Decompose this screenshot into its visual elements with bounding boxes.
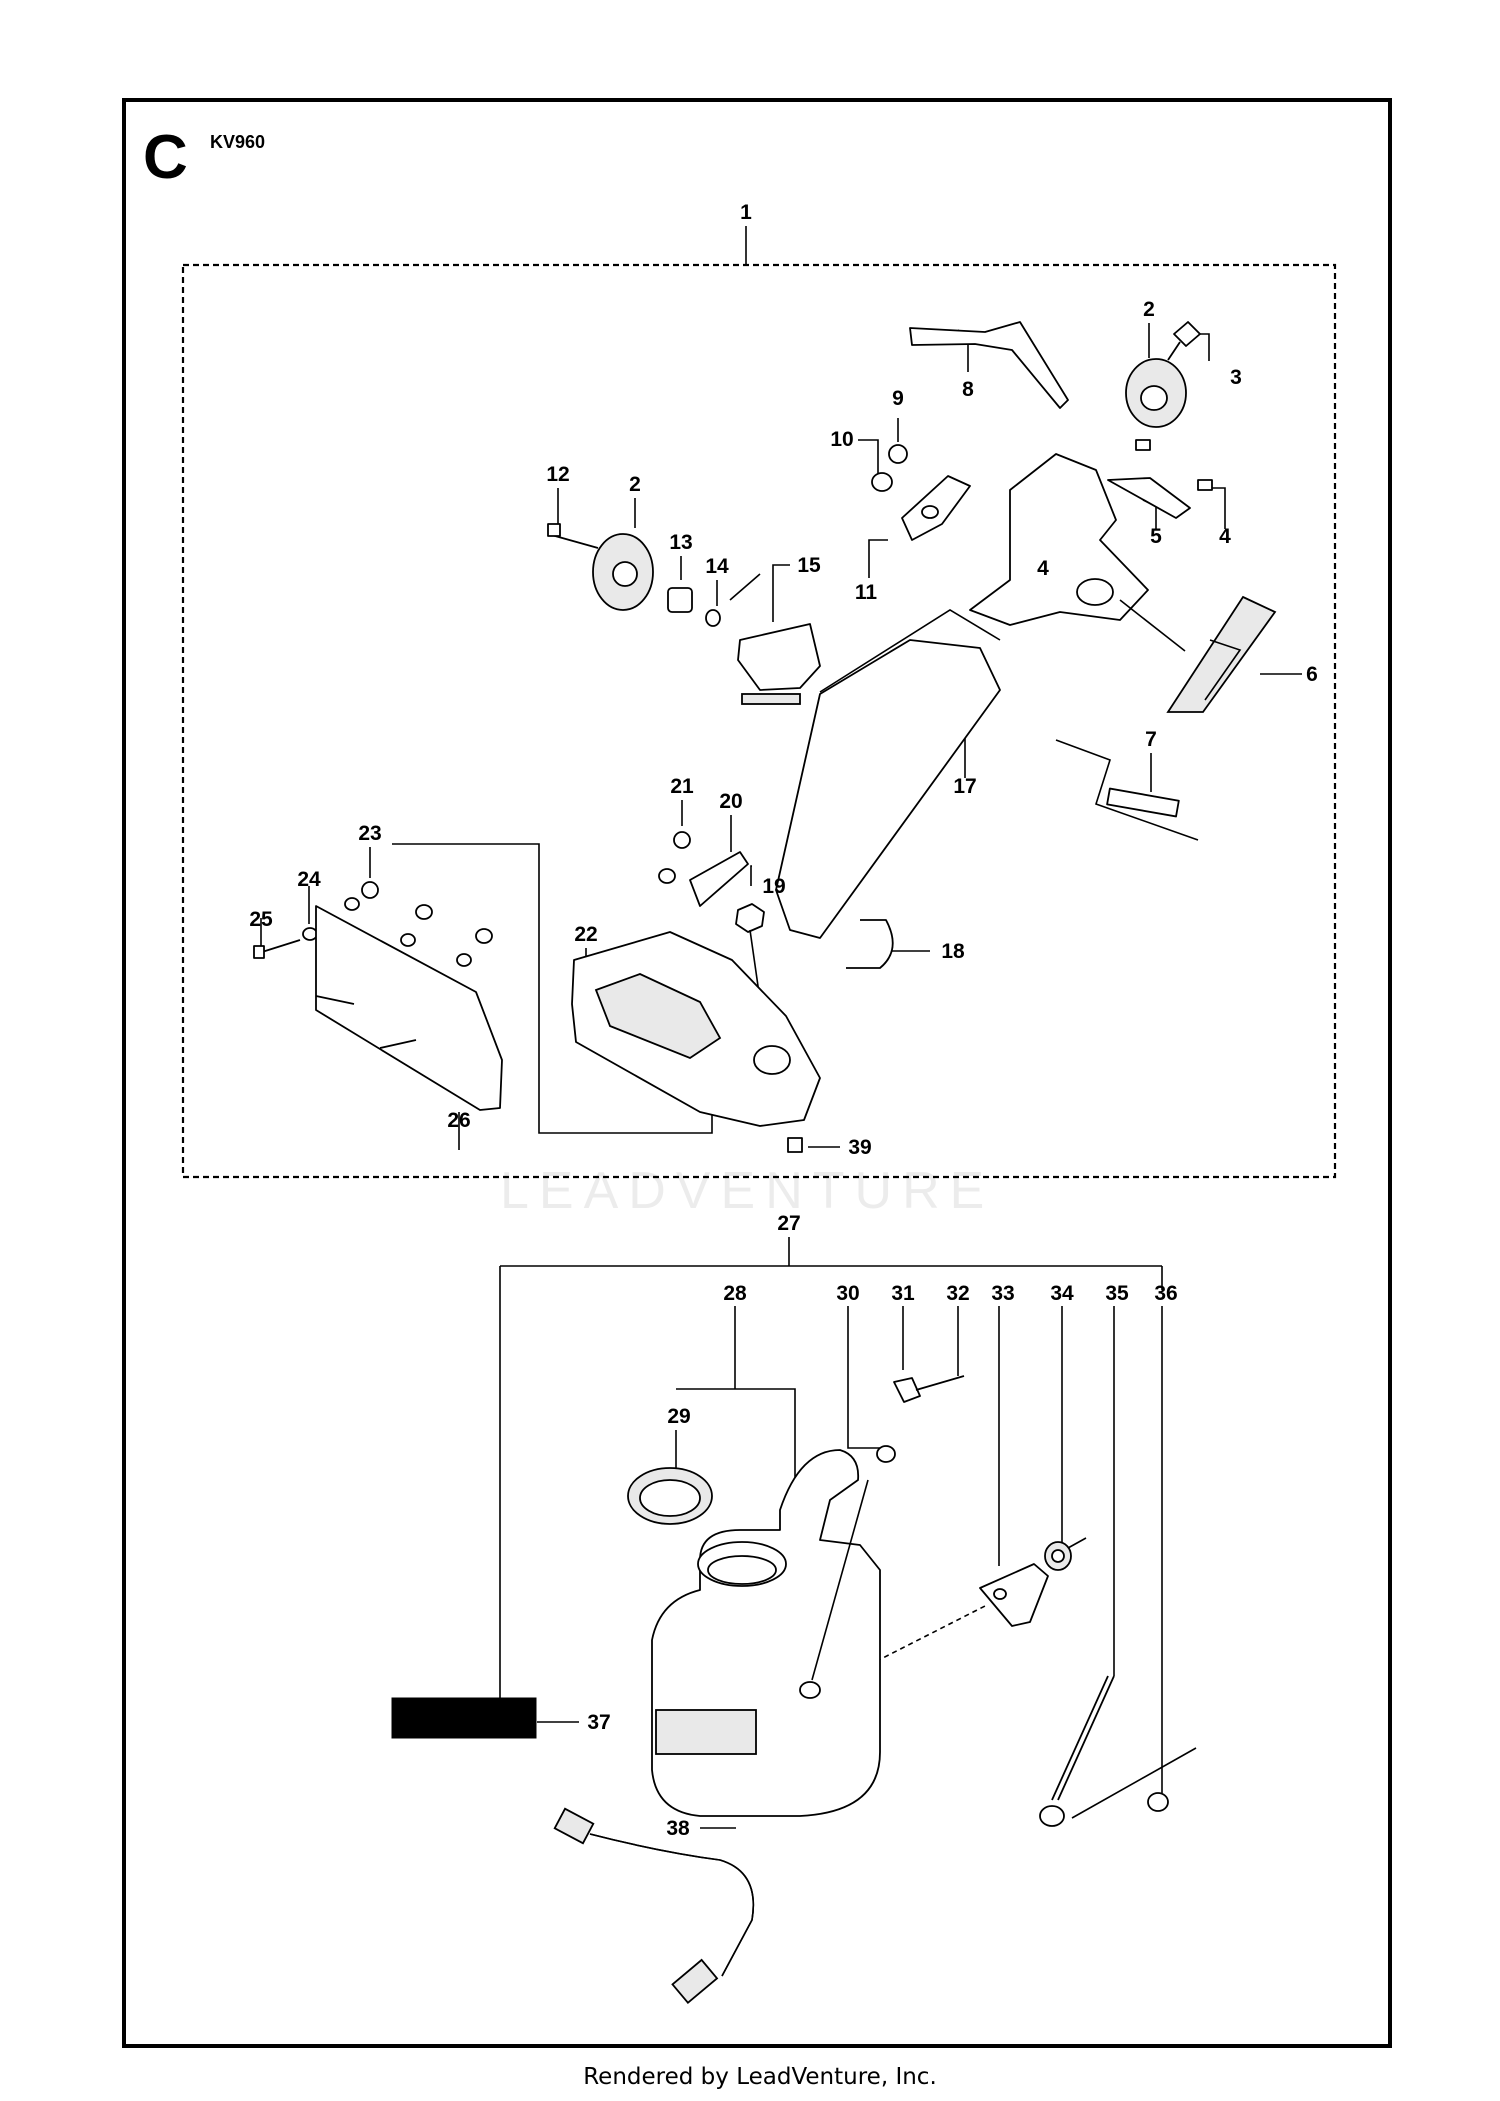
callout-19: 19 bbox=[762, 875, 785, 898]
callout-13: 13 bbox=[669, 531, 692, 554]
callout-36: 36 bbox=[1154, 1282, 1177, 1305]
callout-2b: 2 bbox=[629, 473, 641, 496]
callout-labels: 1 2 3 8 9 10 12 2 13 14 15 11 4 4 5 6 7 … bbox=[249, 201, 1318, 1840]
callout-31: 31 bbox=[891, 1282, 915, 1305]
callout-35: 35 bbox=[1105, 1282, 1129, 1305]
section-letter: C bbox=[143, 123, 188, 192]
assembly-1-box bbox=[181, 263, 1337, 1179]
callout-14: 14 bbox=[705, 555, 729, 578]
callout-7: 7 bbox=[1145, 728, 1157, 751]
callout-25: 25 bbox=[249, 908, 273, 931]
label-37-decal bbox=[391, 1697, 537, 1739]
callout-28: 28 bbox=[723, 1282, 747, 1305]
callout-24: 24 bbox=[297, 868, 321, 891]
callout-8: 8 bbox=[962, 378, 974, 401]
callout-27: 27 bbox=[777, 1212, 800, 1235]
callout-30: 30 bbox=[836, 1282, 859, 1305]
callout-9: 9 bbox=[892, 387, 904, 410]
callout-18: 18 bbox=[941, 940, 965, 963]
callout-29: 29 bbox=[667, 1405, 690, 1428]
diagram-frame bbox=[122, 98, 1392, 2048]
callout-12: 12 bbox=[546, 463, 569, 486]
callout-17: 17 bbox=[953, 775, 976, 798]
callout-23: 23 bbox=[358, 822, 381, 845]
callout-21: 21 bbox=[670, 775, 694, 798]
callout-10: 10 bbox=[830, 428, 853, 451]
callout-34: 34 bbox=[1050, 1282, 1074, 1305]
lower-assembly-drawing bbox=[391, 1375, 1169, 2005]
callout-2: 2 bbox=[1143, 298, 1155, 321]
callout-22: 22 bbox=[574, 923, 597, 946]
leader-lines bbox=[260, 226, 1302, 1829]
upper-assembly-drawing bbox=[253, 321, 1277, 1153]
footer-credit: Rendered by LeadVenture, Inc. bbox=[583, 2064, 937, 2090]
callout-11: 11 bbox=[855, 581, 878, 604]
callout-4: 4 bbox=[1219, 525, 1231, 548]
callout-1: 1 bbox=[740, 201, 752, 224]
callout-39: 39 bbox=[848, 1136, 871, 1159]
callout-6: 6 bbox=[1306, 663, 1318, 686]
callout-20: 20 bbox=[719, 790, 742, 813]
callout-15: 15 bbox=[797, 554, 821, 577]
watermark: LEADVENTURE bbox=[500, 1162, 994, 1220]
callout-38: 38 bbox=[666, 1817, 690, 1840]
callout-33: 33 bbox=[991, 1282, 1014, 1305]
callout-37: 37 bbox=[587, 1711, 610, 1734]
callout-3: 3 bbox=[1230, 366, 1242, 389]
callout-26: 26 bbox=[447, 1109, 470, 1132]
model-label: KV960 bbox=[210, 132, 265, 152]
callout-5: 5 bbox=[1150, 525, 1162, 548]
callout-32: 32 bbox=[946, 1282, 969, 1305]
callout-4b: 4 bbox=[1037, 557, 1049, 580]
